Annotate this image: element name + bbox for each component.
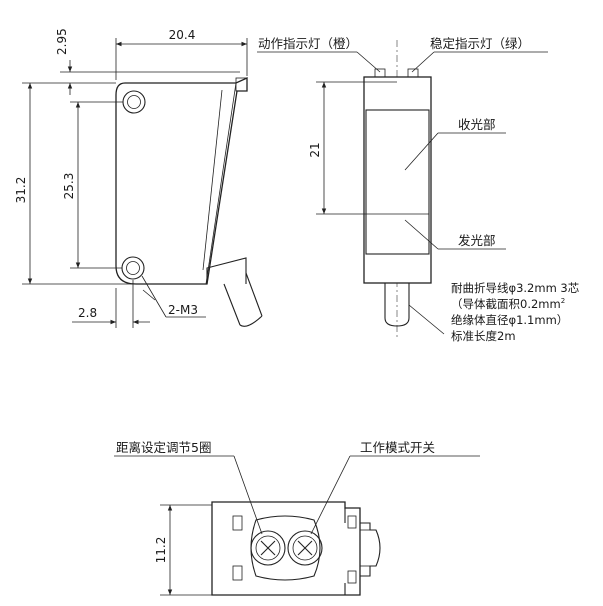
label-mode-switch: 工作模式开关 (360, 440, 435, 455)
side-view-dimensions: 21 (308, 81, 397, 215)
dim-window-height: 21 (308, 142, 322, 157)
bottom-view-connector (360, 522, 381, 577)
dim-height-total: 31.2 (14, 177, 28, 204)
label-action-indicator: 动作指示灯（橙） (258, 36, 358, 51)
label-stable-indicator: 稳定指示灯（绿） (430, 36, 530, 51)
label-emitter: 发光部 (458, 233, 496, 248)
side-view-body (363, 76, 432, 284)
label-distance-dial: 距离设定调节5圈 (116, 440, 211, 455)
dim-edge-offset: 2.8 (78, 306, 97, 320)
label-receiver: 收光部 (458, 117, 496, 132)
front-view-body (115, 76, 248, 285)
dim-width: 20.4 (169, 28, 196, 42)
cable-spec: 耐曲折导线φ3.2mm 3芯 （导体截面积0.2mm2 绝缘体直径φ1.1mm）… (451, 281, 579, 343)
dim-hole-spacing: 25.3 (62, 173, 76, 200)
bottom-view (211, 501, 381, 596)
label-mount-holes: 2-M3 (168, 303, 198, 317)
cable-spec-line4: 标准长度2m (451, 329, 516, 343)
bottom-view-dimensions: 11.2 距离设定调节5圈 工作模式开关 (114, 440, 480, 596)
side-view-labels: 动作指示灯（橙） 稳定指示灯（绿） 收光部 发光部 (257, 36, 548, 335)
dim-bottom-height: 11.2 (154, 537, 168, 564)
front-view-dimensions: 2.95 20.4 31.2 25.3 2.8 2-M3 (14, 28, 248, 328)
lens-window (365, 109, 430, 255)
cable-spec-line2: （导体截面积0.2mm2 (451, 297, 565, 311)
side-view (363, 40, 432, 338)
front-view-cable (223, 272, 263, 327)
dim-top-offset: 2.95 (55, 28, 69, 55)
cable-spec-line3: 绝缘体直径φ1.1mm） (451, 313, 568, 327)
front-view (115, 76, 263, 327)
distance-dial (250, 530, 286, 566)
mode-switch (287, 530, 323, 566)
cable-spec-line1: 耐曲折导线φ3.2mm 3芯 (451, 281, 579, 295)
side-view-cable (384, 283, 410, 327)
